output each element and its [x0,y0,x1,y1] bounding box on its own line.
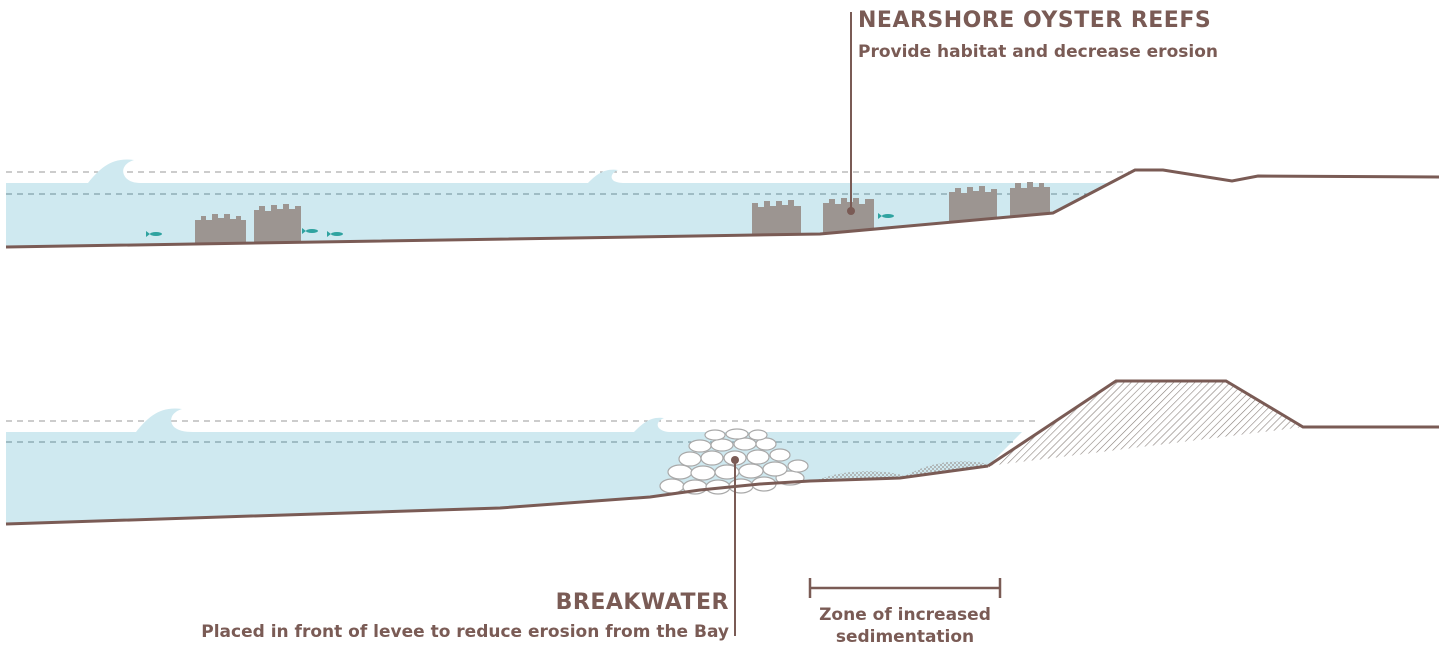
rock [769,448,791,462]
rock [762,461,788,477]
oyster-reef [823,198,874,234]
oyster-leader-dot [847,207,855,215]
wave-icon [634,417,672,432]
breakwater-section [5,379,1439,636]
rock [667,464,693,480]
fish-group [146,213,894,237]
oyster-reef-section [5,12,1439,249]
sedimentation-zone-bracket [808,578,1002,598]
oyster-reef [752,200,801,235]
rock [725,428,749,440]
sedimentation-zone-label: Zone of increased sedimentation [819,605,991,647]
rock [710,438,734,452]
fish-icon [302,228,318,234]
breakwater-leader-dot [731,456,739,464]
rock [733,437,757,451]
wave-icon [588,169,626,183]
rock [787,459,809,473]
rock [690,465,716,481]
rock [688,439,712,453]
fish-icon [146,231,162,237]
rock [659,478,685,494]
wave-icon [88,159,148,184]
rock [748,429,768,441]
oyster-reef [949,186,997,222]
oyster-reef-group [195,182,1050,243]
fish-icon [878,213,894,219]
oyster-reefs-title: NEARSHORE OYSTER REEFS [858,8,1212,33]
fish-icon [327,231,343,237]
oyster-reef [195,214,246,243]
wave-icon [136,408,196,432]
breakwater-title: BREAKWATER [555,590,729,615]
oyster-reef [254,204,301,242]
levee-hatch [988,381,1303,466]
rock [678,451,702,467]
levee-outline [987,379,1439,468]
rock [700,450,724,466]
oyster-reef [1010,182,1050,217]
rock [746,449,770,465]
ground-profile-bottom [5,464,989,526]
ground-profile-top [5,168,1439,249]
sediment-deposit [815,461,988,482]
rock [738,463,764,479]
breakwater-description: Placed in front of levee to reduce erosi… [201,622,729,642]
oyster-reefs-description: Provide habitat and decrease erosion [858,42,1218,62]
rock [704,429,726,441]
